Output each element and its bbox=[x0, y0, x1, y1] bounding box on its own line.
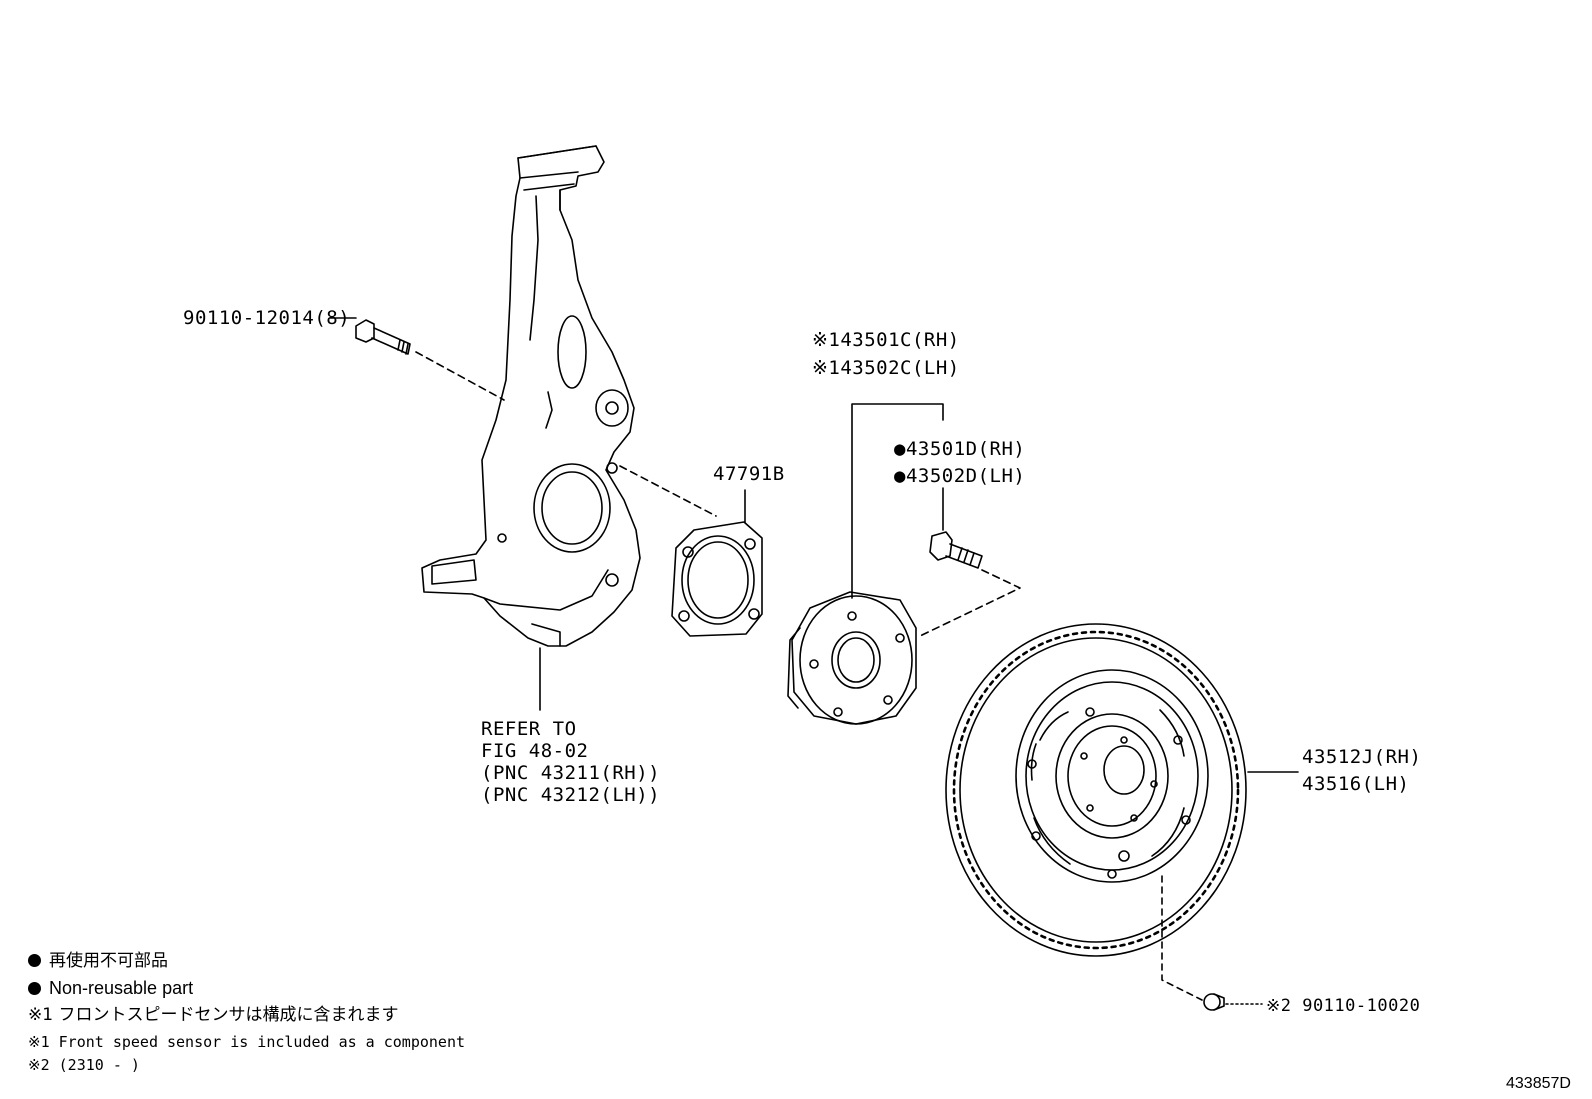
legend-non-reusable-jp: 再使用不可部品 bbox=[28, 953, 168, 970]
knuckle-reference-line-1: REFER TO bbox=[481, 718, 577, 740]
screw-part-number: ※2 90110-10020 bbox=[1266, 996, 1421, 1016]
hub-lh-part-number: ※143502C(LH) bbox=[812, 357, 960, 379]
legend-text: 再使用不可部品 bbox=[49, 951, 168, 971]
steering-knuckle bbox=[421, 145, 641, 647]
knuckle-reference-line-2: FIG 48-02 bbox=[481, 740, 589, 762]
set-screw bbox=[1203, 993, 1225, 1011]
filled-dot-icon bbox=[28, 982, 41, 995]
knuckle-reference-line-3: (PNC 43211(RH)) bbox=[481, 762, 661, 784]
stud-rh-part-number: ●43501D(RH) bbox=[894, 438, 1026, 460]
brake-disc-rotor bbox=[945, 623, 1247, 957]
gasket-part-number: 47791B bbox=[713, 463, 785, 485]
hub-rh-part-number: ※143501C(RH) bbox=[812, 329, 960, 351]
hub-bearing-assembly bbox=[787, 591, 917, 725]
legend-note1-en: ※1 Front speed sensor is included as a c… bbox=[28, 1033, 466, 1051]
figure-code: 433857D bbox=[1506, 1075, 1571, 1092]
gasket bbox=[671, 521, 763, 637]
knuckle-bolt bbox=[355, 319, 411, 355]
legend-note2: ※2 (2310 - ) bbox=[28, 1056, 140, 1074]
filled-dot-icon bbox=[28, 954, 41, 967]
bolt-part-number: 90110-12014(8) bbox=[183, 307, 351, 329]
legend-text: Non-reusable part bbox=[49, 978, 194, 998]
disc-lh-part-number: 43516(LH) bbox=[1302, 773, 1410, 795]
hub-bolt bbox=[929, 531, 983, 569]
legend-non-reusable-en: Non-reusable part bbox=[28, 979, 193, 997]
stud-lh-part-number: ●43502D(LH) bbox=[894, 465, 1026, 487]
disc-rh-part-number: 43512J(RH) bbox=[1302, 746, 1422, 768]
knuckle-reference-line-4: (PNC 43212(LH)) bbox=[481, 784, 661, 806]
legend-note1-jp: ※1 フロントスピードセンサは構成に含まれます bbox=[28, 1005, 399, 1025]
